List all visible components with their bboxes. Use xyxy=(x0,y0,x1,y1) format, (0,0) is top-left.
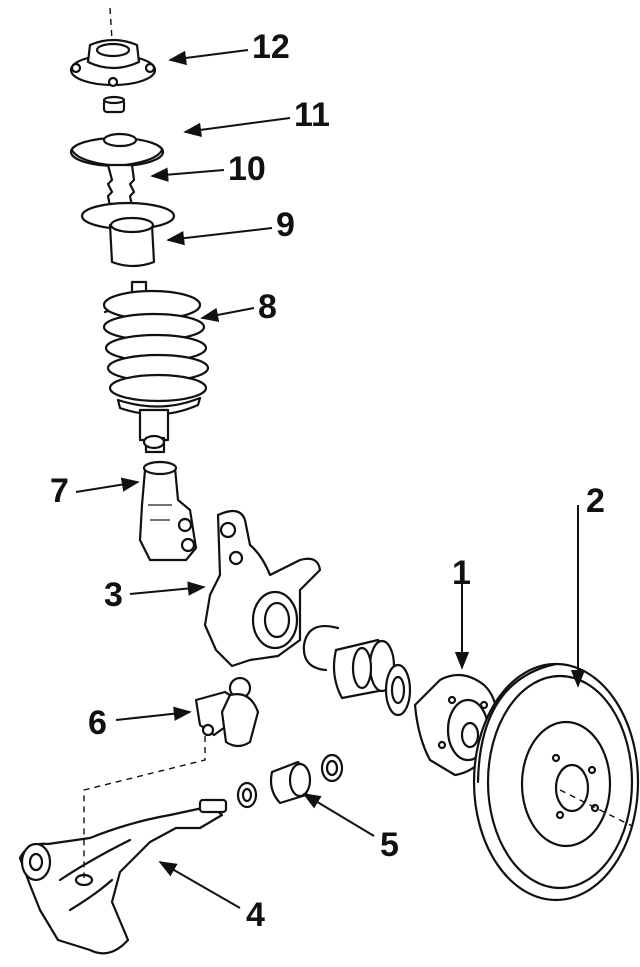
strut-centerline xyxy=(109,7,113,41)
ball-joint xyxy=(194,676,260,748)
bearing-seal xyxy=(384,663,412,717)
callout-1: 1 xyxy=(452,554,471,592)
leader-5 xyxy=(302,793,375,837)
brake-rotor xyxy=(472,662,640,902)
leader-4 xyxy=(158,861,241,909)
upper-strut-mount xyxy=(69,38,157,88)
callout-6: 6 xyxy=(88,704,107,742)
leader-12 xyxy=(168,49,249,66)
strut-lower-bracket xyxy=(138,460,198,562)
control-arm-bushings xyxy=(236,753,344,809)
ball-joint-alignment xyxy=(83,736,206,878)
snap-ring xyxy=(302,624,340,672)
leader-11 xyxy=(183,117,291,137)
callout-7: 7 xyxy=(50,472,69,510)
steering-knuckle xyxy=(203,509,322,668)
callout-2: 2 xyxy=(586,482,605,520)
upper-spring-seat xyxy=(69,132,165,168)
leader-10 xyxy=(150,167,225,182)
callout-12: 12 xyxy=(252,28,290,66)
callout-5: 5 xyxy=(380,826,399,864)
lower-control-arm xyxy=(18,798,228,955)
callout-3: 3 xyxy=(104,576,123,614)
callout-labels: 12 11 10 9 8 7 3 1 2 6 5 4 xyxy=(50,28,605,934)
bump-stop xyxy=(106,163,136,208)
leader-8 xyxy=(200,307,255,323)
callout-4: 4 xyxy=(246,896,265,934)
wheel-bearing xyxy=(332,638,396,700)
callout-10: 10 xyxy=(228,150,266,188)
leader-3 xyxy=(129,581,206,596)
leader-lines xyxy=(75,49,586,909)
leader-7 xyxy=(75,477,140,493)
rotor-axis xyxy=(559,789,633,827)
dust-boot xyxy=(80,201,176,268)
leader-6 xyxy=(115,706,192,721)
coil-spring-strut xyxy=(102,280,210,454)
callout-11: 11 xyxy=(294,96,330,134)
callout-9: 9 xyxy=(276,206,295,244)
callout-8: 8 xyxy=(258,288,277,326)
spacer xyxy=(102,95,126,114)
leader-9 xyxy=(166,227,273,246)
